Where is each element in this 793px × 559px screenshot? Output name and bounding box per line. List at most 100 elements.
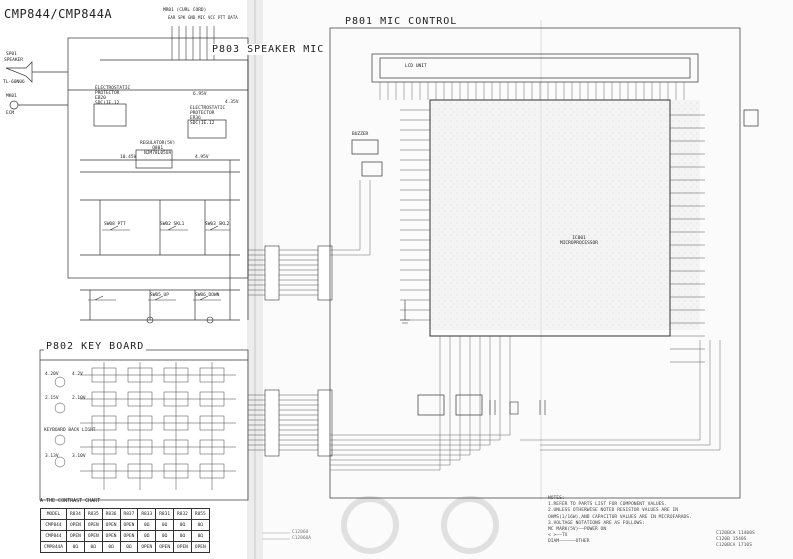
contrast-header-row: MODEL R834 R835 R836 R837 R833 R831 R832…: [40, 508, 210, 520]
doc-ref: C120B 1540S: [716, 537, 747, 542]
contrast-cell: OPEN: [101, 519, 121, 531]
speaker-mic-title: P803 SPEAKER MIC: [210, 44, 327, 55]
esd-line: SDC(IE.12: [95, 101, 120, 106]
contrast-chart-title: A THE CONTRAST CHART: [40, 498, 101, 504]
connector-pins: [171, 26, 215, 60]
mcu-pins: [400, 109, 705, 363]
switch-label: SW05 UP: [150, 293, 169, 298]
contrast-cell: OPEN: [83, 530, 103, 542]
contrast-cell: 0Ω: [119, 541, 139, 553]
connector-title: MR01 (CURL CORD): [163, 8, 207, 13]
voltage-label: 4.95V: [195, 155, 209, 160]
cpu-label: IC801 MICROPROCESSOR: [560, 236, 598, 246]
contrast-cell: 0Ω: [155, 519, 175, 531]
voltage-label: 3.10V: [72, 454, 86, 459]
contrast-chart: MODEL R834 R835 R836 R837 R833 R831 R832…: [40, 508, 210, 553]
document-refs: C120BCA 11400S C120B 1540S C120BCA 1710S: [716, 531, 755, 549]
switch-label: SW08 PTT: [104, 222, 126, 227]
esd-protector-2: ELECTROSTATIC PROTECTOR ER36 SDC(IE.12: [190, 106, 225, 126]
voltage-label: 2.15V: [45, 396, 59, 401]
regulator-line: Q801: [152, 146, 164, 151]
connector-pin: VCC: [208, 15, 216, 20]
contrast-cell: 0Ω: [137, 530, 157, 542]
switch-label: SW03 SKL2: [205, 222, 230, 227]
esd-line: ELECTROSTATIC: [190, 106, 226, 111]
notes-line: OHMS(1/16W),AND CAPACITOR VALUES ARE IN …: [548, 514, 692, 520]
contrast-header: R833: [137, 508, 157, 520]
pcb-ref-lines: [262, 532, 290, 540]
switch-label: SW06 DOWN: [195, 293, 220, 298]
contrast-cell: OPEN: [190, 541, 210, 553]
buzzer-label: BUZZER: [352, 132, 369, 137]
voltage-label: 4.20V: [45, 372, 59, 377]
contrast-cell: 0Ω: [65, 541, 85, 553]
doc-ref: C120BCA 1710S: [716, 543, 752, 548]
contrast-cell: OPEN: [119, 519, 139, 531]
esd-line: PROTECTOR: [95, 91, 120, 96]
mcu-bottom-bus: [330, 180, 721, 471]
contrast-cell: OPEN: [65, 530, 85, 542]
contrast-cell: OPEN: [101, 530, 121, 542]
voltage-label: 6.95V: [193, 92, 207, 97]
switch-label: SW02 SKL1: [160, 222, 185, 227]
model-title: CMP844/CMP844A: [4, 7, 113, 21]
pcb-ghost-pad: [441, 496, 499, 554]
pcb-ghost: [430, 100, 700, 330]
contrast-row: CMP844 OPEN OPEN OPEN OPEN 0Ω 0Ω 0Ω 0Ω: [40, 530, 210, 542]
contrast-cell: OPEN: [173, 541, 192, 553]
contrast-header: R835: [83, 508, 103, 520]
cpu-name: MICROPROCESSOR: [560, 241, 598, 246]
voltage-label: 2.10V: [72, 396, 86, 401]
contrast-header: R836: [101, 508, 121, 520]
contrast-cell: 0Ω: [137, 519, 157, 531]
contrast-header: R832: [173, 508, 192, 520]
contrast-cell: OPEN: [83, 519, 103, 531]
contrast-header: R837: [119, 508, 139, 520]
keyboard-backlight-note: KEYBOARD BACK LIGHT: [44, 428, 96, 433]
speaker-mic-section: [5, 37, 249, 321]
connector-blocks: [264, 245, 333, 457]
notes-line: < >——TX: [548, 533, 568, 539]
lcd-label: LCD UNIT: [405, 64, 427, 69]
switch-glyphs: [88, 225, 230, 324]
contrast-cell: 0Ω: [83, 541, 103, 553]
contrast-cell: CMP844A: [40, 541, 67, 553]
contrast-cell: 0Ω: [101, 541, 121, 553]
contrast-row: CMP844 OPEN OPEN OPEN OPEN 0Ω 0Ω 0Ω 0Ω: [40, 519, 210, 531]
misc-components: [400, 300, 546, 415]
notes-line: 1.REFER TO PARTS LIST FOR COMPONENT VALU…: [548, 502, 667, 508]
doc-ref: C120BCA 11400S: [716, 531, 755, 536]
contrast-cell: CMP844: [40, 530, 67, 542]
connector-pin: SPK: [178, 15, 186, 20]
regulator-line: NJM78L05UA: [144, 151, 172, 156]
notes-title: NOTES:: [548, 496, 565, 501]
contrast-cell: 0Ω: [173, 530, 192, 542]
keyboard-title: P802 KEY BOARD: [44, 341, 147, 352]
connector-pin: MIC: [198, 15, 206, 20]
voltage-label: 3.13V: [45, 454, 59, 459]
esd-line: EB20: [95, 96, 106, 101]
notes-line: MC MARK(5V)——POWER ON: [548, 527, 607, 533]
mic-control-title: P801 MIC CONTROL: [345, 16, 458, 27]
connector-pin: EAR: [168, 15, 176, 20]
esd-line: PROTECTOR: [190, 111, 215, 116]
interconnect-bus: [248, 249, 330, 451]
contrast-row: CMP844A 0Ω 0Ω 0Ω 0Ω OPEN OPEN OPEN OPEN: [40, 541, 210, 553]
contrast-cell: OPEN: [119, 530, 139, 542]
esd-line: SDC(IE.12: [190, 121, 215, 126]
contrast-header: R855: [190, 508, 210, 520]
contrast-cell: 0Ω: [155, 530, 175, 542]
pcb-ref: C12060: [292, 530, 309, 535]
pcb-ghost-pad: [341, 496, 399, 554]
regulator-line: REGULATOR(5V): [140, 141, 176, 146]
contrast-cell: OPEN: [137, 541, 157, 553]
lcd-bus: [379, 82, 685, 100]
connector-pin: PTT: [218, 15, 226, 20]
esd-protector-1: ELECTROSTATIC PROTECTOR EB20 SDC(IE.12: [95, 86, 130, 106]
connector-pin: DATA: [228, 15, 238, 20]
speaker-label: SPEAKER: [4, 58, 23, 63]
notes-line: 2.UNLESS OTHERWISE NOTED RESISTOR VALUES…: [548, 508, 678, 514]
contrast-cell: 0Ω: [190, 530, 210, 542]
notes-line: DIAM——————OTHER: [548, 539, 590, 545]
